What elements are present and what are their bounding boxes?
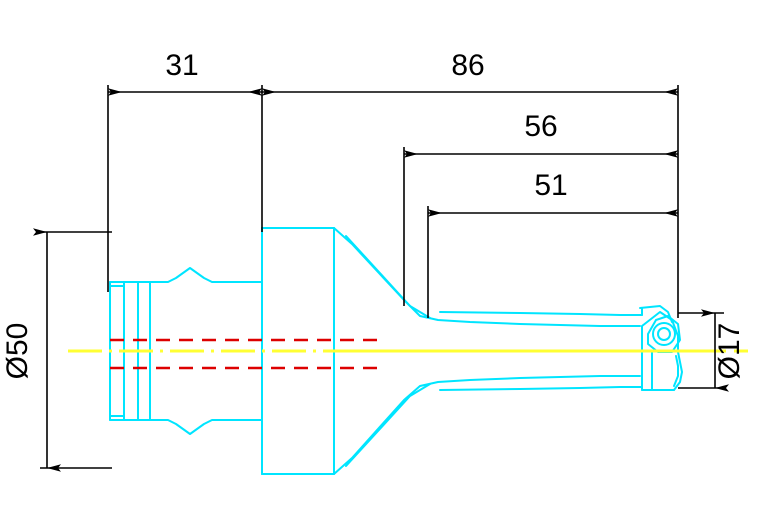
dim-label-51: 51 (534, 169, 567, 202)
insert-screw-hole-outer (652, 322, 676, 346)
head-nose-lower-contour (673, 351, 683, 391)
shank-top-profile (109, 267, 263, 283)
dim-label-dia17: Ø17 (713, 323, 746, 380)
cutting-insert-outline (647, 315, 681, 353)
taper-bottom-profile (333, 375, 641, 475)
shaft-facet-top (439, 311, 643, 316)
dimensions-group (33, 85, 729, 472)
dimension-text-group: 31 86 56 51 Ø50 Ø17 (1, 49, 746, 379)
dim-label-86: 86 (451, 49, 484, 82)
shaft-facet-bottom (439, 386, 643, 391)
taper-relief-bottom (345, 383, 431, 467)
shank-bottom-profile (109, 419, 263, 435)
dim-label-56: 56 (524, 110, 557, 143)
part-geometry (109, 227, 683, 475)
dim-label-dia50: Ø50 (1, 323, 34, 380)
taper-relief-top (345, 235, 431, 319)
insert-screw-hole-inner (657, 327, 671, 341)
head-nose-relief (673, 355, 679, 387)
dim-label-31: 31 (165, 49, 198, 82)
